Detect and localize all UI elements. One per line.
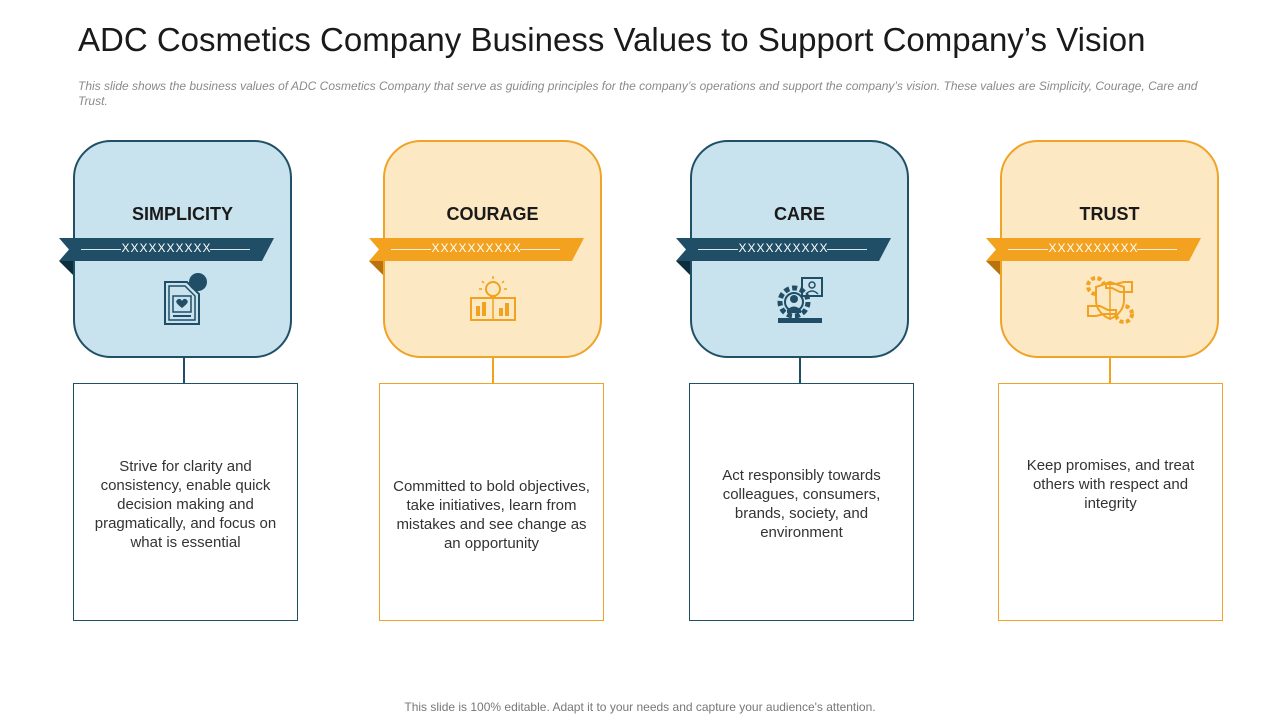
ribbon-banner: XXXXXXXXXX [369, 238, 584, 261]
value-description: Strive for clarity and consistency, enab… [94, 458, 277, 551]
slide-footer: This slide is 100% editable. Adapt it to… [404, 700, 876, 714]
connector-line [1109, 358, 1111, 391]
ribbon-banner: XXXXXXXXXX [676, 238, 891, 261]
value-card-simplicity: SIMPLICITY XXXXXXXXXX [59, 140, 292, 358]
connector-line [183, 358, 185, 391]
value-description-box: Strive for clarity and consistency, enab… [73, 383, 298, 621]
ribbon-banner: XXXXXXXXXX [59, 238, 274, 261]
value-title: CARE [773, 204, 825, 224]
value-card-trust: TRUST XXXXXXXXXX [986, 140, 1219, 358]
connector-line [492, 358, 494, 391]
document-heart-icon [164, 273, 207, 325]
slide-title: ADC Cosmetics Company Business Values to… [78, 21, 1146, 58]
ribbon-text: XXXXXXXXXX [1048, 241, 1139, 255]
value-description-box: Committed to bold objectives, take initi… [379, 383, 604, 621]
lightbulb-chart-icon [470, 276, 516, 321]
connector-line [799, 358, 801, 391]
value-description: Keep promises, and treat others with res… [1026, 457, 1195, 512]
value-description-box: Act responsibly towards colleagues, cons… [689, 383, 914, 621]
value-description-box: Keep promises, and treat others with res… [998, 383, 1223, 621]
ribbon-banner: XXXXXXXXXX [986, 238, 1201, 261]
slide-subtitle: This slide shows the business values of … [78, 79, 1198, 108]
value-title: TRUST [1079, 204, 1140, 224]
value-title: COURAGE [446, 204, 539, 224]
gear-person-icon [777, 277, 823, 323]
value-description: Committed to bold objectives, take initi… [393, 478, 590, 552]
shield-handshake-icon [1086, 276, 1134, 324]
ribbon-text: XXXXXXXXXX [738, 241, 829, 255]
ribbon-text: XXXXXXXXXX [121, 241, 212, 255]
value-description: Act responsibly towards colleagues, cons… [722, 467, 881, 541]
ribbon-text: XXXXXXXXXX [431, 241, 522, 255]
value-card-care: CARE XXXXXXXXXX [676, 140, 909, 358]
value-title: SIMPLICITY [131, 204, 233, 224]
value-card-courage: COURAGE XXXXXXXXXX [369, 140, 602, 358]
